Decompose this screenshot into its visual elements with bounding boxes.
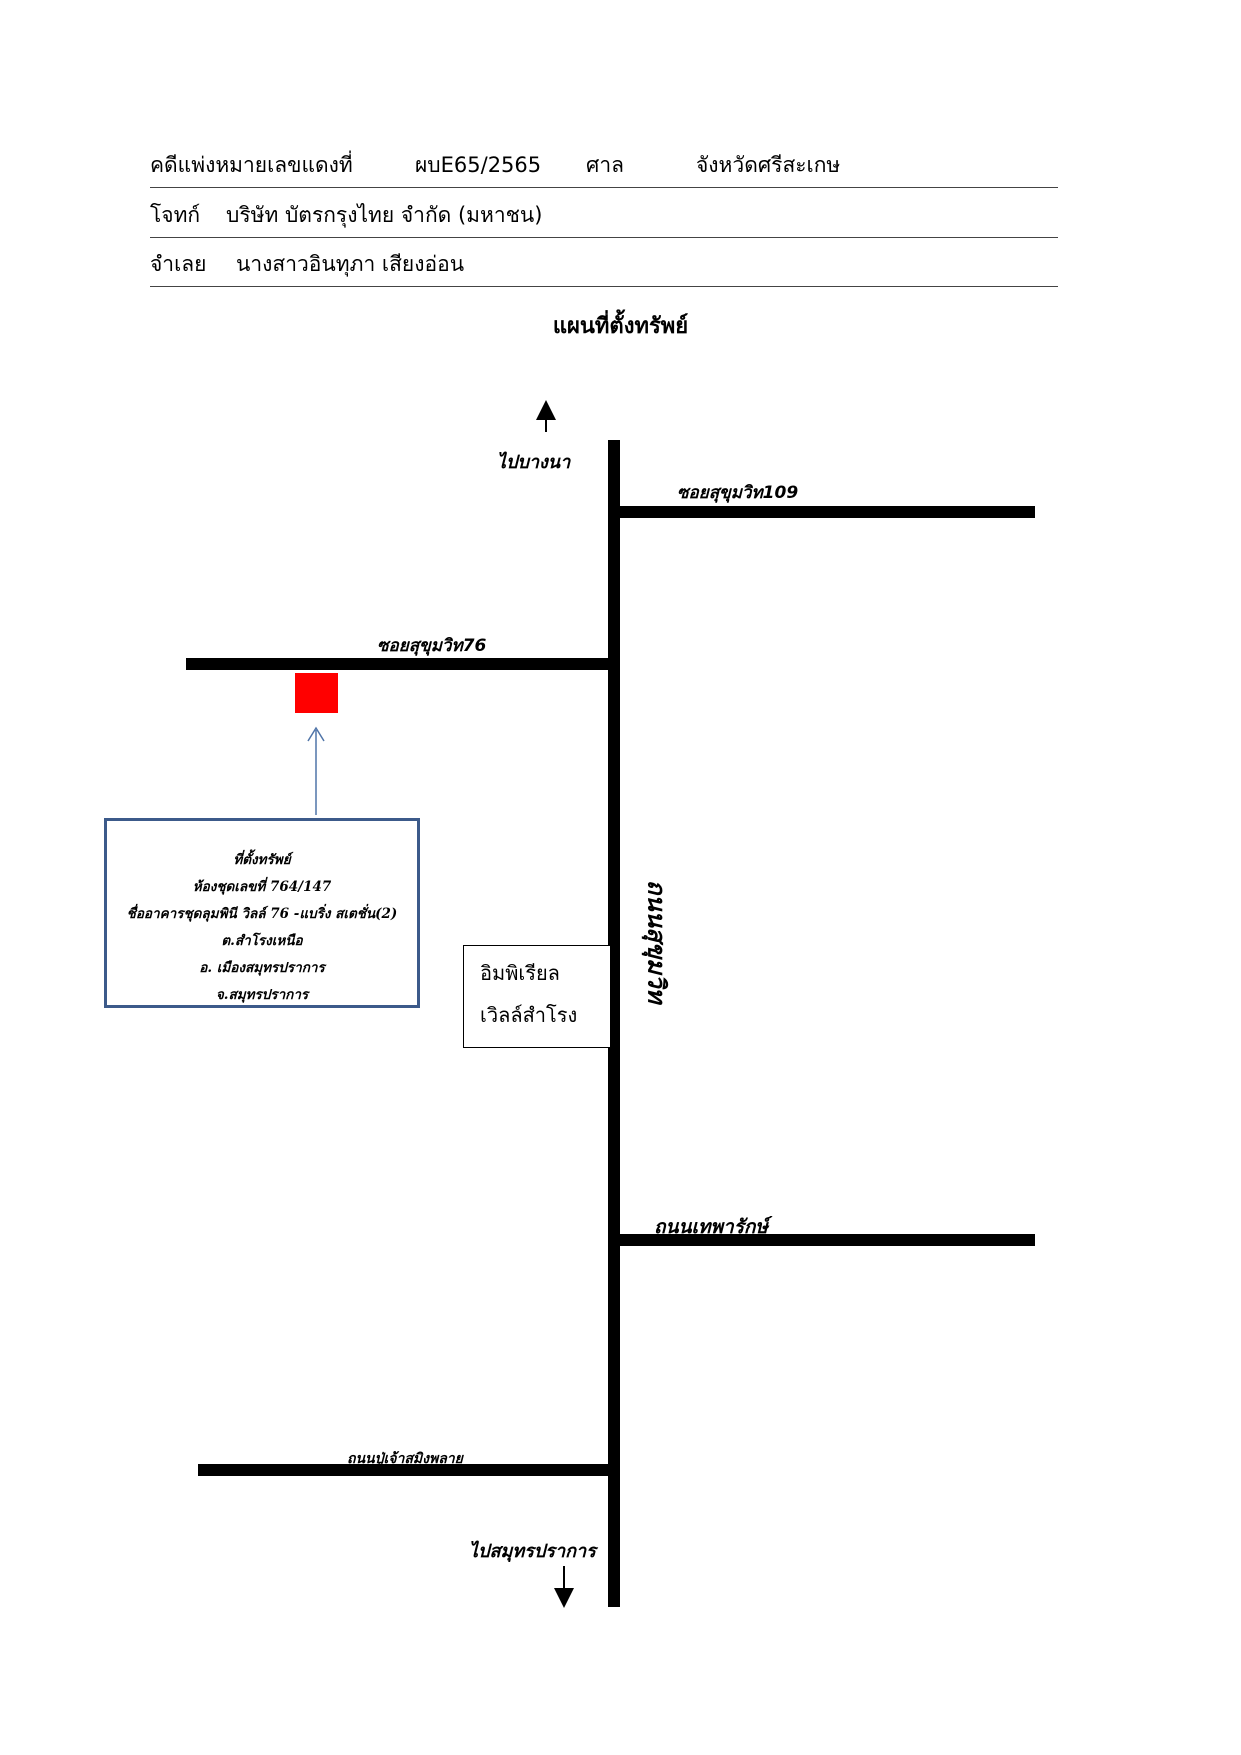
- property-province: จ.สมุทรปราการ: [215, 987, 309, 1003]
- property-building: ชื่ออาคารชุดลุมพินี วิลล์ 76 -แบริ่ง สเต…: [126, 906, 398, 922]
- defendant-row: จำเลย นางสาวอินทุภา เสียงอ่อน: [150, 247, 1058, 287]
- property-info-box: ที่ตั้งทรัพย์ ห้องชุดเลขที่ 764/147 ชื่อ…: [104, 818, 420, 1008]
- property-pointer-arrow: [307, 726, 325, 815]
- pu-chao-label: ถนนปู่เจ้าสมิงพลาย: [347, 1451, 463, 1467]
- plaintiff-row: โจทก์ บริษัท บัตรกรุงไทย จำกัด (มหาชน): [150, 198, 1058, 238]
- property-unit: ห้องชุดเลขที่ 764/147: [192, 879, 332, 895]
- soi-76-label: ซอยสุขุมวิท76: [377, 636, 487, 656]
- court-value: จังหวัดศรีสะเกษ: [696, 153, 841, 177]
- landmark-line-1: อิมพิเรียล: [480, 961, 560, 985]
- main-road-label: ถนนสุขุมวิท: [642, 879, 671, 1004]
- plaintiff-label: โจทก์: [150, 203, 201, 227]
- landmark-box: อิมพิเรียล เวิลล์สำโรง: [463, 945, 611, 1048]
- case-underline: [150, 187, 1058, 188]
- plaintiff-underline: [150, 237, 1058, 238]
- thepharak-label: ถนนเทพารักษ์: [654, 1216, 768, 1238]
- soi-109-label: ซอยสุขุมวิท109: [677, 483, 799, 503]
- property-district: อ. เมืองสมุทรปราการ: [199, 960, 325, 976]
- map-title: แผนที่ตั้งทรัพย์: [552, 314, 689, 339]
- landmark-line-2: เวิลล์สำโรง: [480, 1003, 578, 1027]
- defendant-value: นางสาวอินทุภา เสียงอ่อน: [236, 252, 465, 276]
- defendant-underline: [150, 286, 1058, 287]
- south-label: ไปสมุทรปราการ: [469, 1541, 596, 1562]
- north-label: ไปบางนา: [497, 452, 571, 473]
- court-label: ศาล: [586, 153, 624, 177]
- case-label: คดีแพ่งหมายเลขแดงที่: [150, 153, 353, 177]
- defendant-label: จำเลย: [150, 252, 207, 276]
- plaintiff-value: บริษัท บัตรกรุงไทย จำกัด (มหาชน): [226, 203, 543, 227]
- property-marker: [295, 673, 338, 713]
- property-subdistrict: ต.สำโรงเหนือ: [221, 933, 303, 949]
- property-title: ที่ตั้งทรัพย์: [233, 852, 291, 868]
- case-row: คดีแพ่งหมายเลขแดงที่ ผบE65/2565 ศาล จังห…: [150, 148, 1058, 188]
- case-number: ผบE65/2565: [415, 153, 542, 177]
